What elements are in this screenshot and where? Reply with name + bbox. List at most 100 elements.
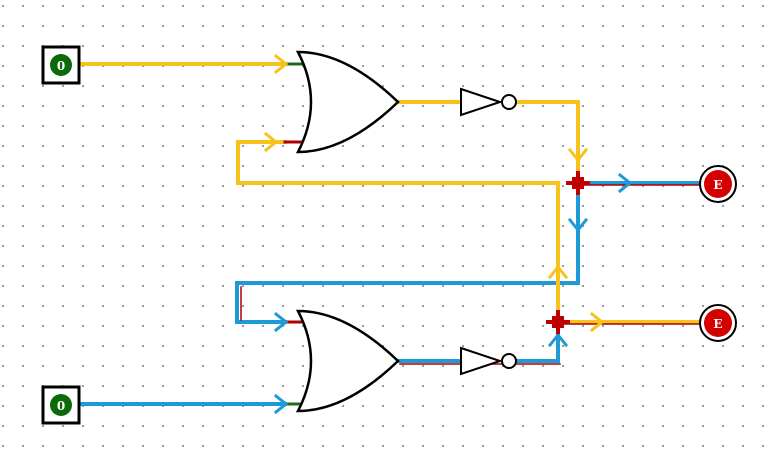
grid-dot (342, 405, 344, 407)
grid-dot (462, 25, 464, 27)
grid-dot (362, 405, 364, 407)
grid-dot (362, 205, 364, 207)
grid-dot (422, 65, 424, 67)
grid-dot (642, 225, 644, 227)
grid-dot (222, 85, 224, 87)
not-gate-icon[interactable] (460, 346, 517, 376)
grid-dot (422, 365, 424, 367)
grid-dot (202, 385, 204, 387)
grid-dot (502, 285, 504, 287)
grid-dot (22, 185, 24, 187)
grid-dot (622, 45, 624, 47)
grid-dot (122, 45, 124, 47)
grid-dot (102, 325, 104, 327)
grid-dot (622, 225, 624, 227)
grid-dot (282, 185, 284, 187)
grid-dot (482, 45, 484, 47)
arrow-top-down (567, 147, 589, 163)
grid-dot (762, 345, 764, 347)
grid-dot (522, 265, 524, 267)
grid-dot (222, 5, 224, 7)
grid-dot (102, 45, 104, 47)
grid-dot (642, 145, 644, 147)
grid-dot (362, 45, 364, 47)
grid-dot (562, 85, 564, 87)
grid-dot (422, 385, 424, 387)
grid-dot (482, 25, 484, 27)
wire-feedback-top[interactable] (235, 181, 580, 324)
grid-dot (722, 65, 724, 67)
grid-dot (2, 25, 4, 27)
grid-dot (342, 285, 344, 287)
grid-dot (502, 165, 504, 167)
grid-dot (402, 285, 404, 287)
grid-dot (222, 25, 224, 27)
output-qbar-label: E (713, 317, 722, 331)
grid-dot (82, 445, 84, 447)
grid-dot (122, 225, 124, 227)
grid-dot (722, 25, 724, 27)
grid-dot (722, 125, 724, 127)
grid-dot (762, 65, 764, 67)
grid-dot (102, 285, 104, 287)
grid-dot (62, 165, 64, 167)
grid-dot (42, 125, 44, 127)
grid-dot (122, 365, 124, 367)
grid-dot (702, 245, 704, 247)
wire-top-not-out[interactable] (516, 100, 580, 185)
grid-dot (682, 145, 684, 147)
input-switch-b[interactable]: 0 (41, 385, 81, 425)
grid-dot (342, 145, 344, 147)
input-switch-a[interactable]: 0 (41, 45, 81, 85)
grid-dot (82, 5, 84, 7)
grid-dot (162, 285, 164, 287)
output-probe-qbar[interactable]: E (699, 304, 737, 342)
grid-dot (82, 285, 84, 287)
grid-dot (222, 325, 224, 327)
grid-dot (462, 5, 464, 7)
grid-dot (122, 125, 124, 127)
grid-dot (742, 5, 744, 7)
or-gate-icon[interactable] (295, 50, 400, 154)
junction-top[interactable] (566, 171, 590, 195)
grid-dot (262, 285, 264, 287)
grid-dot (762, 145, 764, 147)
grid-dot (702, 265, 704, 267)
grid-dot (162, 345, 164, 347)
grid-dot (562, 305, 564, 307)
grid-dot (522, 345, 524, 347)
grid-dot (162, 265, 164, 267)
grid-dot (722, 145, 724, 147)
grid-dot (302, 345, 304, 347)
output-probe-q[interactable]: E (699, 165, 737, 203)
grid-dot (22, 5, 24, 7)
grid-dot (202, 205, 204, 207)
grid-dot (502, 145, 504, 147)
or-gate-icon[interactable] (295, 309, 400, 413)
grid-dot (542, 445, 544, 447)
grid-dot (582, 425, 584, 427)
grid-dot (522, 105, 524, 107)
grid-dot (222, 225, 224, 227)
grid-dot (642, 385, 644, 387)
grid-dot (322, 205, 324, 207)
grid-dot (22, 425, 24, 427)
not-gate-icon[interactable] (460, 87, 517, 117)
grid-dot (642, 285, 644, 287)
junction-bottom[interactable] (546, 310, 570, 334)
grid-dot (522, 145, 524, 147)
grid-dot (742, 185, 744, 187)
grid-dot (42, 225, 44, 227)
grid-dot (742, 345, 744, 347)
grid-dot (522, 385, 524, 387)
grid-dot (302, 25, 304, 27)
grid-dot (422, 445, 424, 447)
grid-dot (682, 165, 684, 167)
grid-dot (42, 285, 44, 287)
grid-dot (622, 305, 624, 307)
grid-dot (422, 185, 424, 187)
grid-dot (2, 385, 4, 387)
grid-dot (162, 245, 164, 247)
wire-feedback-bottom[interactable] (236, 140, 560, 324)
